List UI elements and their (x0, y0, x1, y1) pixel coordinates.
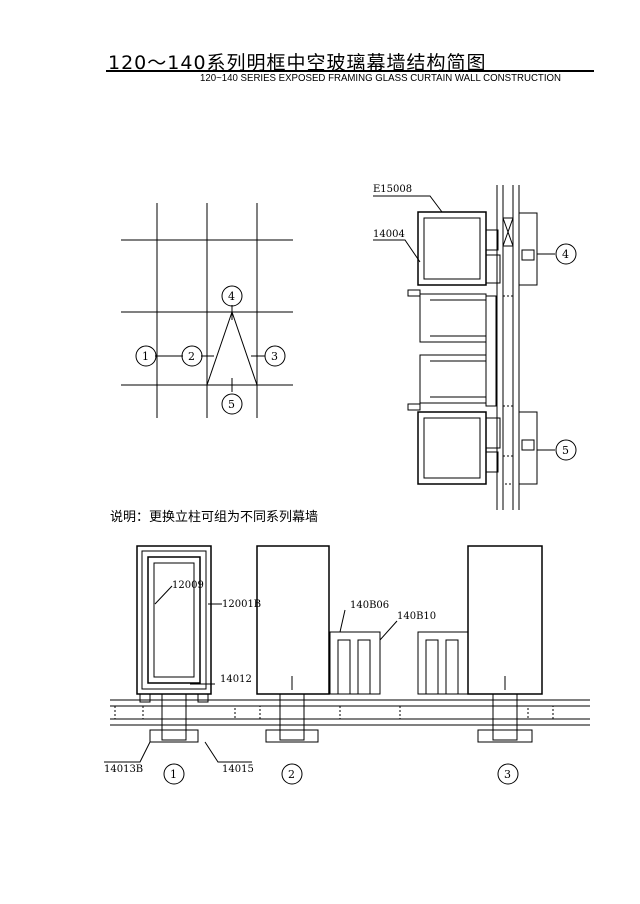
label-14013b: 14013B (104, 764, 143, 775)
page-title: 120～140系列明框中空玻璃幕墙结构简图 (108, 52, 487, 74)
section-marker-4-circle (555, 243, 577, 265)
grid-marker-1: 1 (142, 350, 149, 363)
section-marker-4: 4 (562, 248, 569, 261)
section-marker-5: 5 (562, 444, 569, 457)
grid-marker-3: 3 (271, 350, 278, 363)
horizontal-plan (104, 545, 590, 785)
plan-marker-3-circle (497, 763, 519, 785)
plan-marker-3: 3 (504, 768, 511, 781)
vertical-section (373, 185, 577, 510)
label-14004: 14004 (373, 229, 405, 240)
label-140b10: 140B10 (397, 611, 436, 622)
grid-marker-2: 2 (188, 350, 195, 363)
plan-marker-1-circle (163, 763, 185, 785)
plan-marker-2: 2 (288, 768, 295, 781)
label-12009: 12009 (172, 580, 204, 591)
label-14015: 14015 (222, 764, 254, 775)
plan-marker-1: 1 (170, 768, 177, 781)
plan-marker-2-circle (281, 763, 303, 785)
grid-marker-3-circle (264, 345, 286, 367)
grid-marker-4: 4 (228, 290, 235, 303)
title-underline (106, 70, 594, 72)
section-marker-5-circle (555, 439, 577, 461)
label-e15008: E15008 (373, 184, 412, 195)
page-subtitle: 120~140 SERIES EXPOSED FRAMING GLASS CUR… (200, 72, 562, 84)
grid-marker-5-circle (221, 393, 243, 415)
label-14012: 14012 (220, 674, 252, 685)
grid-marker-4-circle (221, 285, 243, 307)
label-12001b: 12001B (222, 599, 261, 610)
grid-marker-2-circle (181, 345, 203, 367)
grid-marker-1-circle (135, 345, 157, 367)
drawing-note: 说明：更换立柱可组为不同系列幕墙 (110, 510, 319, 525)
label-140b06: 140B06 (350, 600, 389, 611)
elevation-grid (121, 203, 293, 418)
grid-marker-5: 5 (228, 398, 235, 411)
